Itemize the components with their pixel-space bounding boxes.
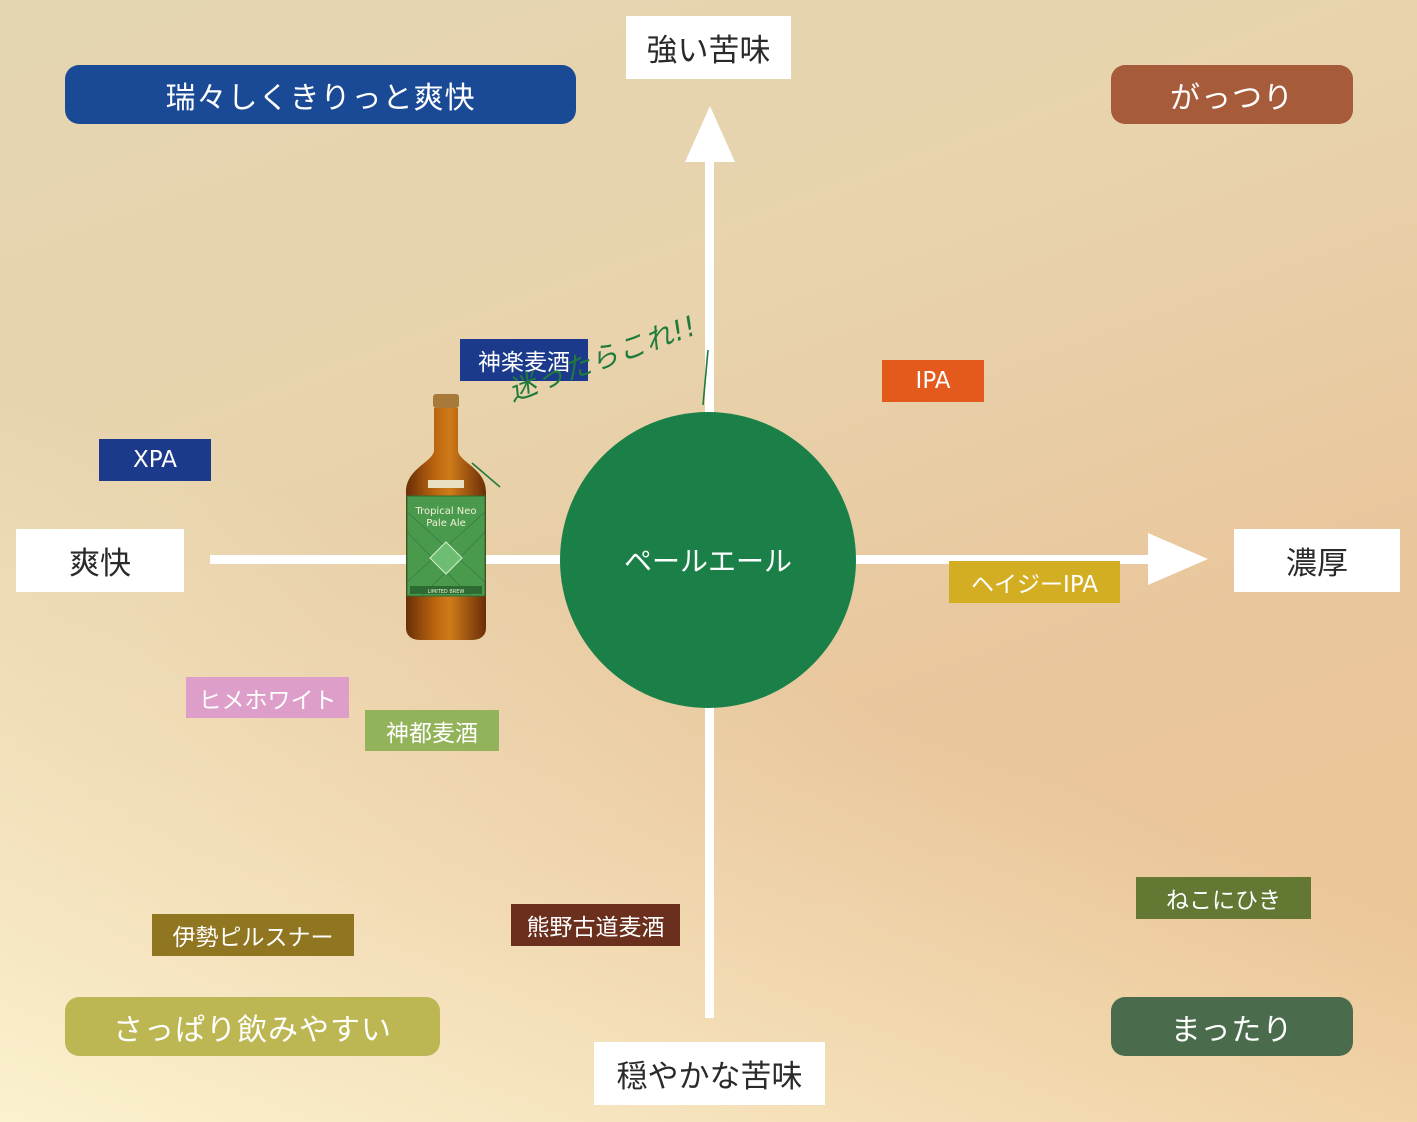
beer-bottle-icon: Tropical Neo Pale Ale LIMITED BREW	[406, 394, 486, 640]
product-line1: Tropical Neo	[414, 506, 476, 517]
product-line2: Pale Ale	[426, 518, 466, 529]
quadrant-top-left: 瑞々しくきりっと爽快	[65, 65, 576, 124]
callout-lines	[471, 349, 709, 488]
axis-vertical-lower	[705, 705, 714, 1018]
axis-label-bottom: 穏やかな苦味	[594, 1042, 825, 1105]
axis-horizontal-left	[210, 555, 565, 564]
axis-label-right: 濃厚	[1234, 529, 1400, 592]
axis-label-top: 強い苦味	[626, 16, 791, 79]
beer-tag-hazy-ipa: ヘイジーIPA	[949, 561, 1120, 603]
quadrant-top-right: がっつり	[1111, 65, 1353, 124]
arrow-right-icon	[1148, 533, 1208, 585]
center-circle: ペールエール	[560, 412, 856, 708]
beer-tag-nekonihiki: ねこにひき	[1136, 877, 1311, 919]
axis-label-left: 爽快	[16, 529, 184, 592]
beer-tag-shinto: 神都麦酒	[365, 710, 499, 751]
quadrant-bottom-left: さっぱり飲みやすい	[65, 997, 440, 1056]
quadrant-bottom-right: まったり	[1111, 997, 1353, 1056]
beer-tag-kumano: 熊野古道麦酒	[511, 904, 680, 946]
beer-tag-ise-pilsner: 伊勢ピルスナー	[152, 914, 354, 956]
axis-vertical-upper	[705, 155, 714, 415]
beer-tag-ipa: IPA	[882, 360, 984, 402]
product-badge: LIMITED BREW	[428, 589, 465, 595]
center-label: ペールエール	[623, 545, 792, 578]
beer-tag-kagura: 神楽麦酒	[460, 339, 588, 381]
beer-tag-hime-white: ヒメホワイト	[186, 677, 349, 718]
beer-tag-xpa: XPA	[99, 439, 211, 481]
axis-horizontal-right	[852, 555, 1157, 564]
arrow-up-icon	[685, 106, 735, 162]
